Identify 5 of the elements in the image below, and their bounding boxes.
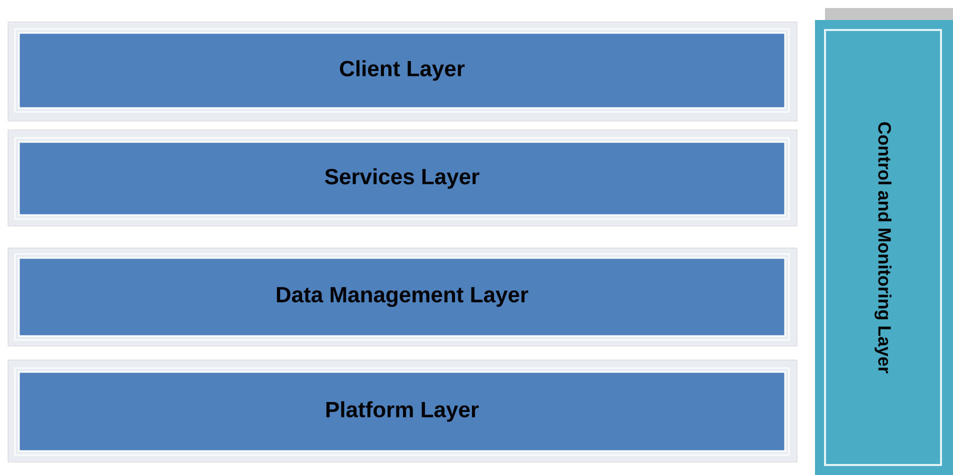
layer-box: Client Layer — [8, 22, 798, 122]
side-panel: Control and Monitoring Layer — [815, 20, 953, 475]
layer-box: Data Management Layer — [8, 248, 798, 346]
layer-box: Platform Layer — [8, 360, 798, 462]
layer-box: Services Layer — [8, 130, 798, 226]
